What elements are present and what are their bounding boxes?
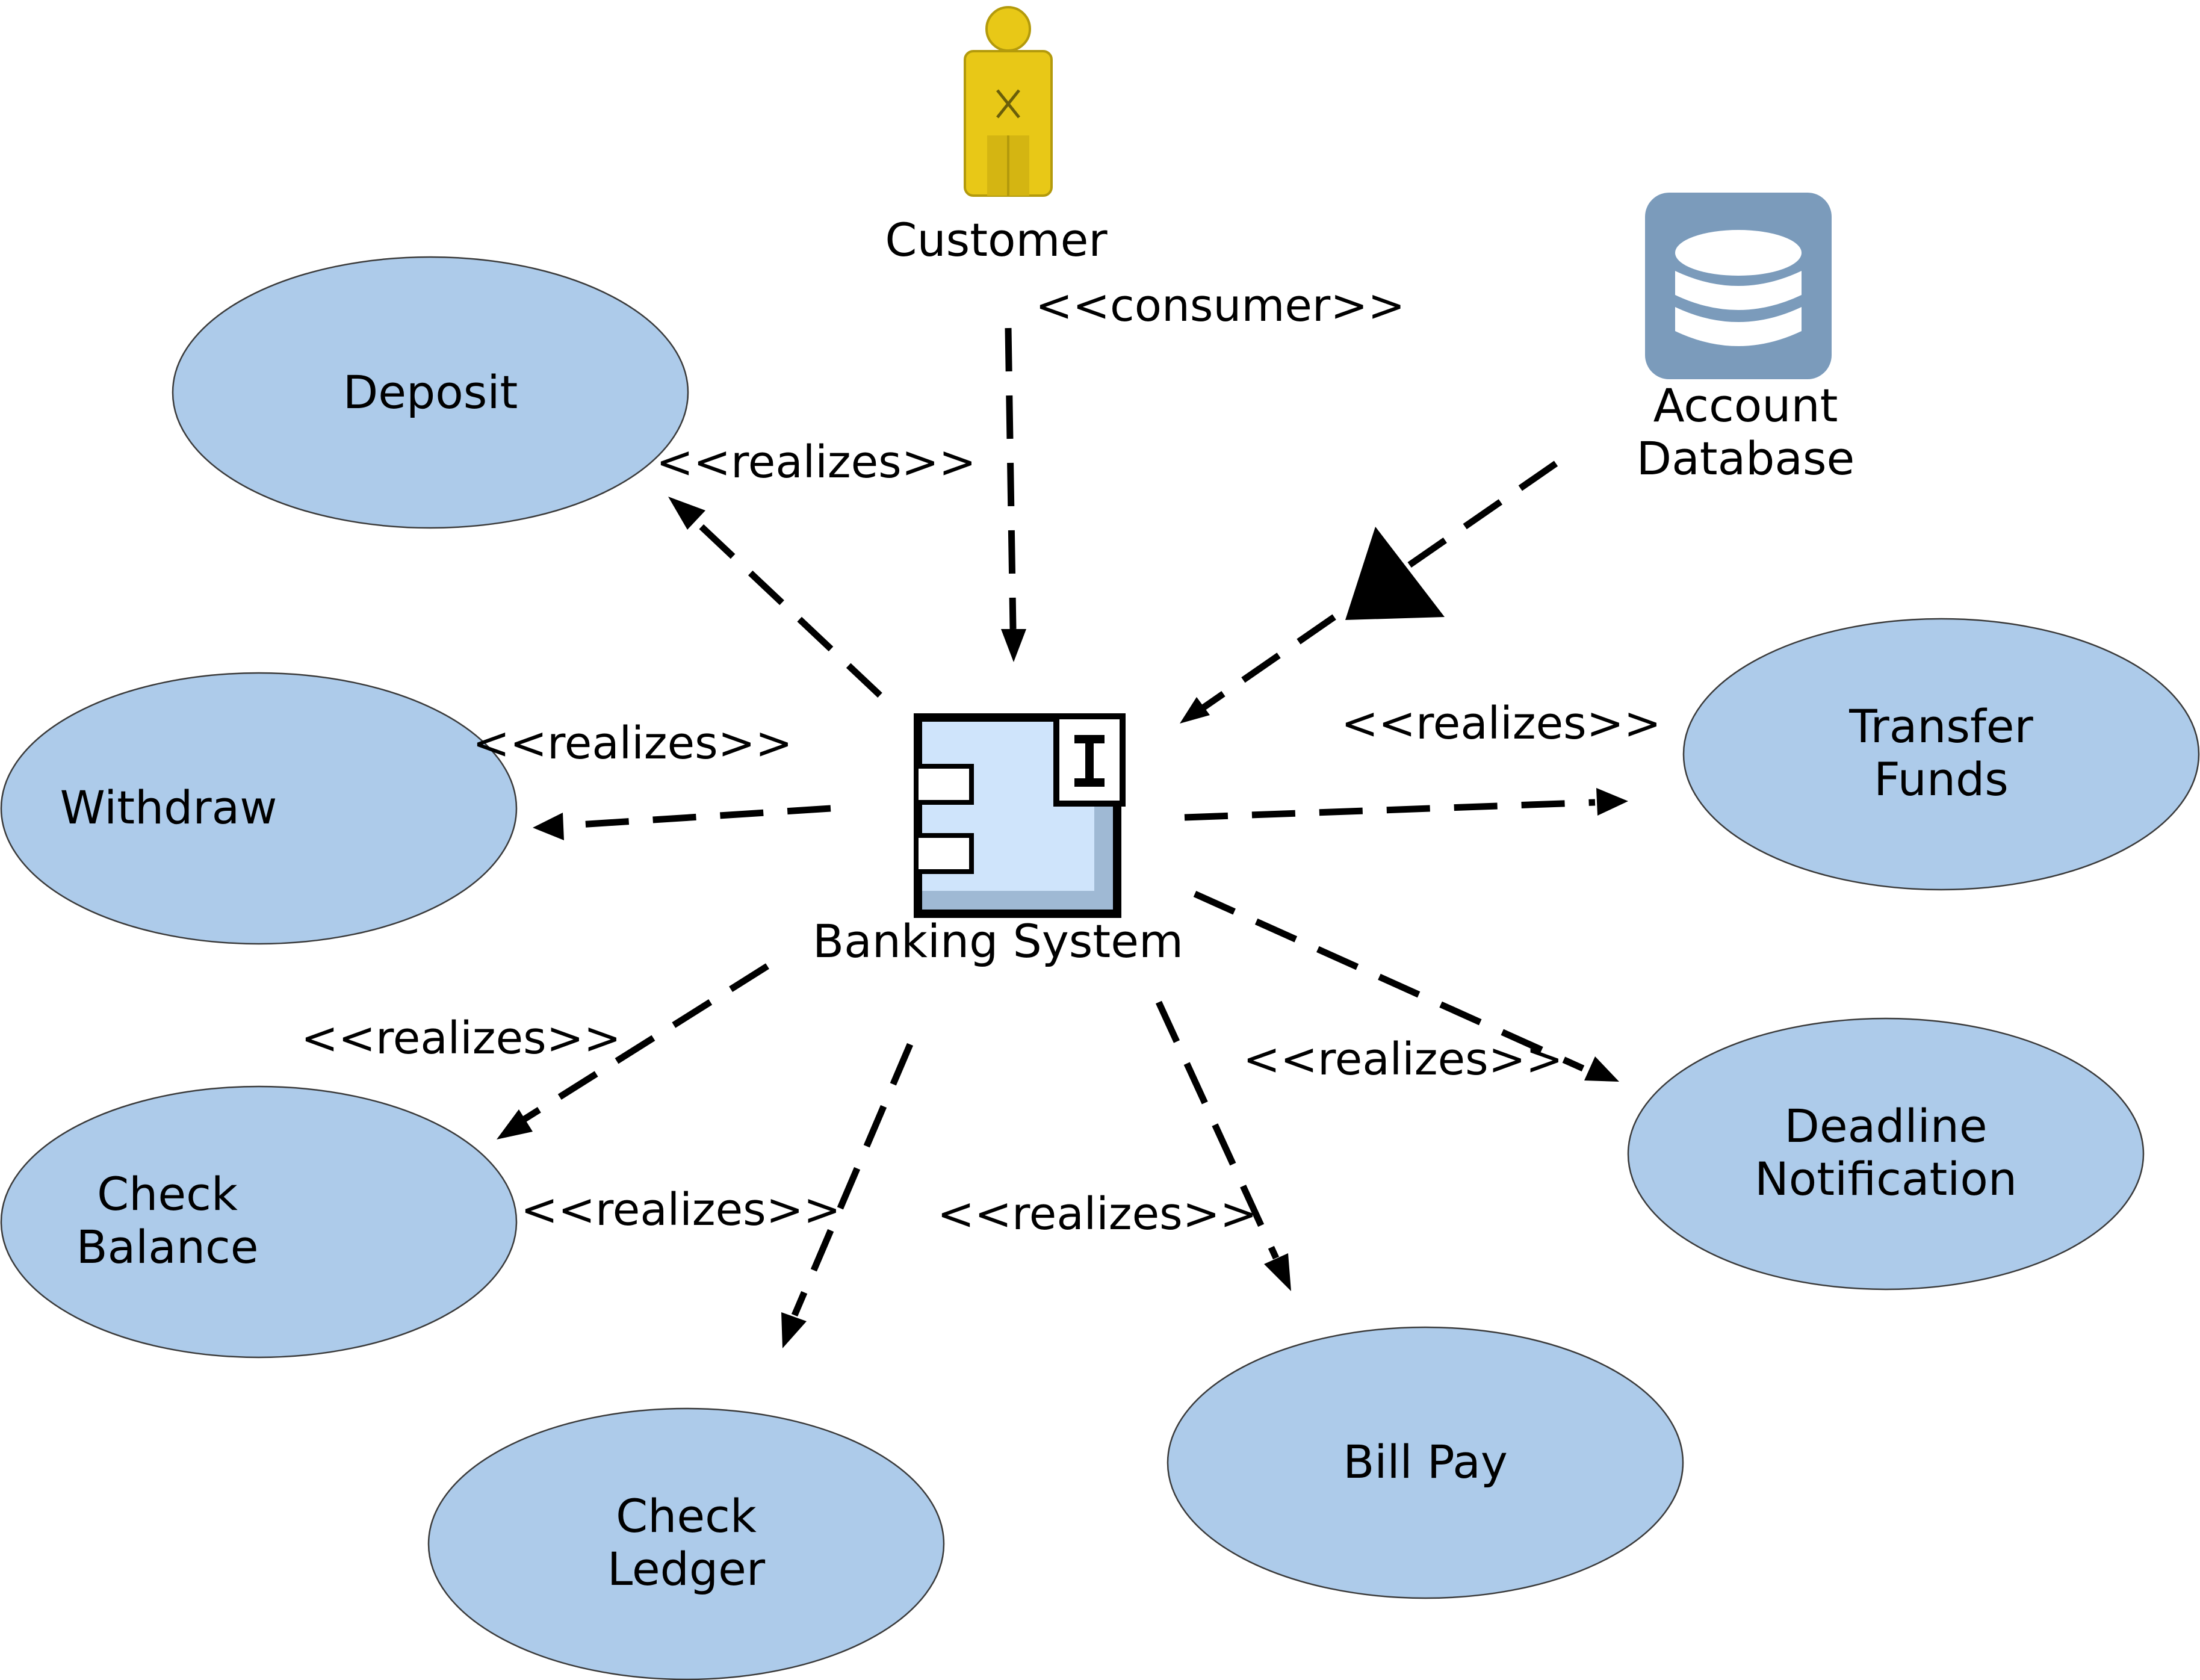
use-case-check-balance[interactable]: Check Balance	[0, 1085, 518, 1359]
account-database-label-line1: Account	[1653, 379, 1838, 432]
edge-realizes-deadline[interactable]	[1193, 890, 1585, 1072]
realizes-label-withdraw: <<realizes>>	[473, 718, 793, 769]
banking-system-component[interactable]: Banking System	[813, 713, 1183, 968]
customer-label: Customer	[885, 213, 1108, 267]
use-case-check-ledger-line2: Ledger	[607, 1542, 766, 1596]
account-database-label-line2: Database	[1637, 432, 1855, 485]
edge-realizes-transfer[interactable]	[1184, 799, 1596, 821]
use-case-check-ledger[interactable]: Check Ledger	[427, 1407, 945, 1680]
use-case-bill-pay[interactable]: Bill Pay	[1167, 1326, 1684, 1599]
customer-actor[interactable]: Customer	[885, 6, 1108, 267]
arrowhead-deposit	[668, 497, 705, 530]
edges	[497, 327, 1628, 1348]
banking-system-label: Banking System	[813, 914, 1183, 968]
use-case-bill-pay-label: Bill Pay	[1343, 1435, 1508, 1489]
use-case-deposit-label: Deposit	[343, 365, 518, 419]
account-database[interactable]: Account Database	[1637, 193, 1855, 485]
edge-realizes-deposit[interactable]	[696, 521, 882, 698]
use-case-check-balance-line2: Balance	[76, 1220, 258, 1274]
realizes-label-transfer: <<realizes>>	[1341, 698, 1661, 749]
use-case-deadline-notification[interactable]: Deadline Notification	[1627, 1017, 2145, 1291]
realizes-label-check-ledger: <<realizes>>	[521, 1184, 841, 1236]
realizes-label-deposit: <<realizes>>	[656, 436, 976, 488]
edge-realizes-withdraw[interactable]	[559, 805, 831, 829]
arrowhead-bill-pay	[1264, 1253, 1291, 1291]
edge-realizes-check-balance[interactable]	[522, 963, 769, 1123]
component-icon	[914, 713, 1126, 918]
relationship-labels: <<consumer>> <<realizes>> <<realizes>> <…	[301, 280, 1661, 1240]
arrowhead-transfer	[1596, 788, 1628, 816]
use-case-check-balance-line1: Check	[97, 1167, 238, 1221]
edge-customer-consumer[interactable]	[1005, 327, 1017, 630]
arrowhead-withdraw	[533, 813, 564, 840]
arrowhead-check-ledger	[781, 1312, 807, 1348]
use-case-withdraw[interactable]: Withdraw	[0, 672, 518, 945]
use-case-deadline-notification-line1: Deadline	[1784, 1099, 1987, 1153]
database-icon	[1645, 193, 1832, 379]
arrowhead-check-balance	[497, 1109, 533, 1139]
realizes-label-deadline: <<realizes>>	[1243, 1034, 1563, 1085]
use-case-transfer-funds-line1: Transfer	[1848, 699, 2033, 753]
arrowhead-deadline	[1584, 1056, 1619, 1082]
use-case-deadline-notification-line2: Notification	[1755, 1152, 2017, 1206]
arrowhead-consumer	[1001, 629, 1026, 662]
arrowhead-database	[1180, 697, 1210, 724]
arrowhead-database-large	[1345, 527, 1445, 620]
use-case-withdraw-label: Withdraw	[60, 781, 277, 834]
user-actor-icon	[964, 6, 1053, 197]
consumer-label: <<consumer>>	[1035, 280, 1405, 332]
use-case-transfer-funds[interactable]: Transfer Funds	[1682, 618, 2200, 891]
use-case-check-ledger-line1: Check	[616, 1489, 757, 1543]
realizes-label-check-balance: <<realizes>>	[301, 1012, 621, 1064]
use-case-deposit[interactable]: Deposit	[172, 256, 689, 529]
edge-realizes-bill-pay[interactable]	[1156, 1000, 1279, 1260]
realizes-label-bill-pay: <<realizes>>	[937, 1188, 1257, 1240]
edge-realizes-check-ledger[interactable]	[791, 1043, 914, 1317]
use-case-transfer-funds-line2: Funds	[1874, 752, 2009, 806]
